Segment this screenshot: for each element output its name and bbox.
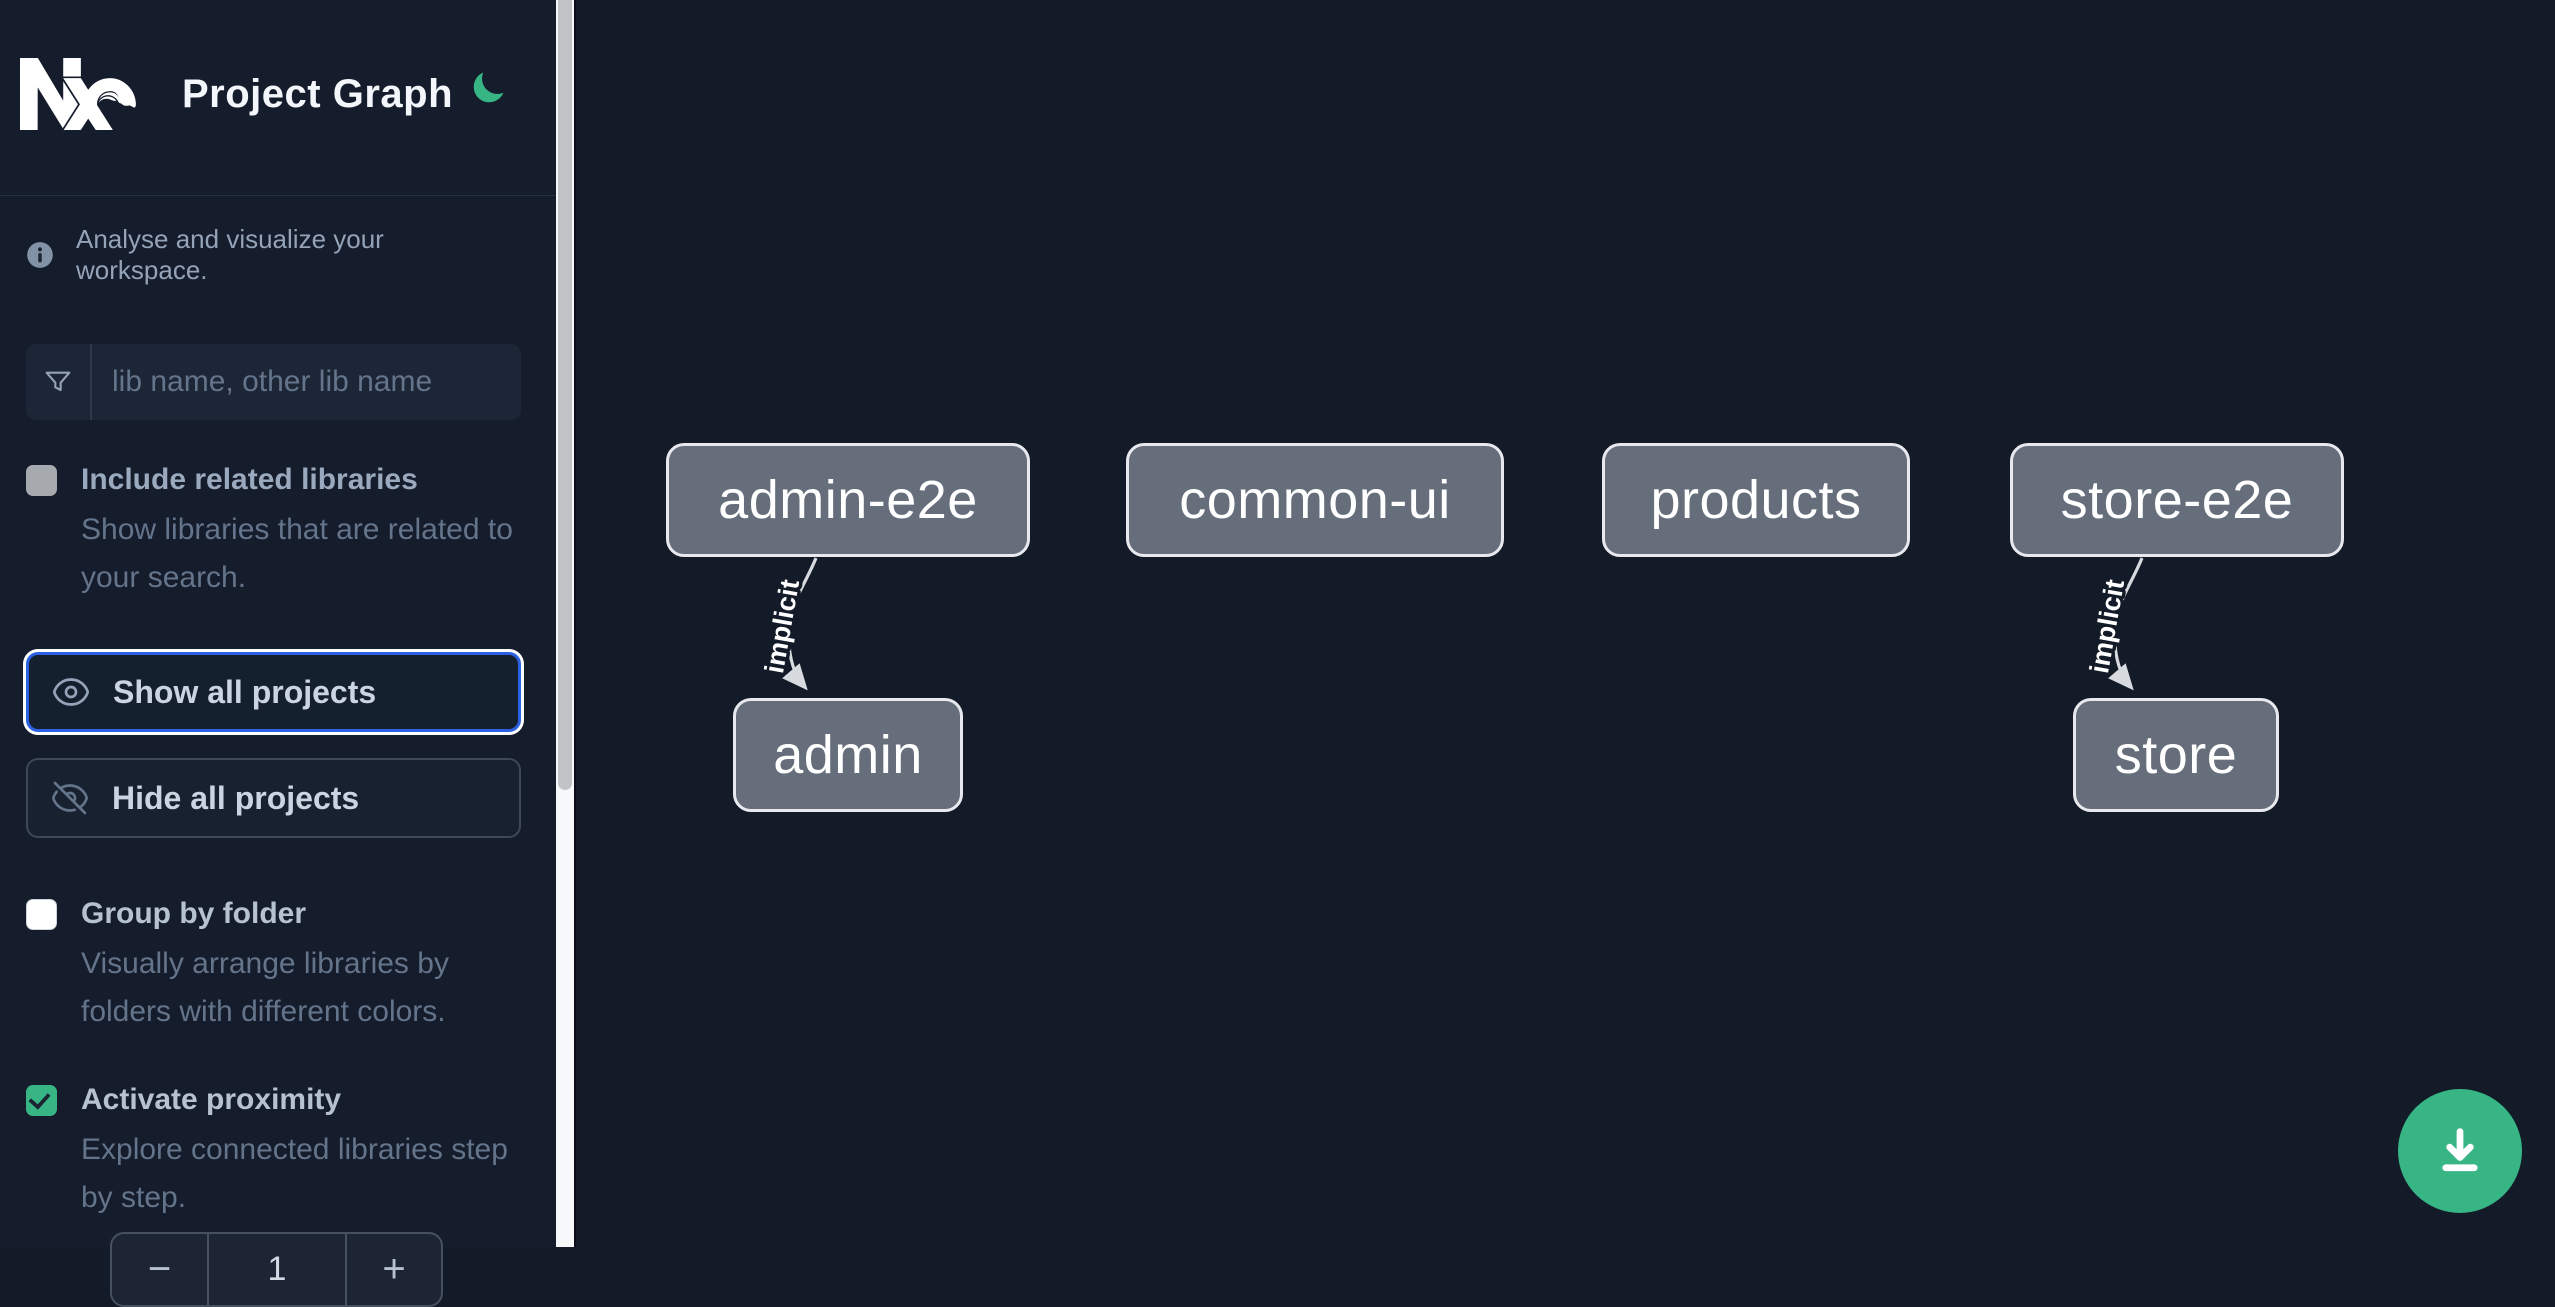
show-all-projects-label: Show all projects (113, 673, 377, 710)
sidebar-scrollbar-track[interactable] (556, 0, 574, 1247)
page-title: Project Graph (182, 72, 454, 116)
sidebar-scrollbar-thumb[interactable] (558, 0, 572, 790)
include-related-description: Show libraries that are related to your … (81, 513, 513, 594)
checkbox-row-activate-proximity: Activate proximity Explore connected lib… (26, 1082, 521, 1222)
activate-proximity-description: Explore connected libraries step by step… (81, 1133, 508, 1214)
include-related-checkbox[interactable] (26, 465, 57, 496)
include-related-label: Include related libraries (81, 463, 418, 496)
graph-node-admin-e2e[interactable]: admin-e2e (666, 443, 1030, 557)
stepper-value[interactable]: 1 (207, 1234, 345, 1305)
stepper-increment-button[interactable]: + (345, 1234, 441, 1305)
group-by-folder-label: Group by folder (81, 897, 306, 930)
include-related-text: Include related libraries Show libraries… (81, 462, 521, 602)
group-by-folder-checkbox[interactable] (26, 899, 57, 930)
graph-node-admin[interactable]: admin (733, 698, 963, 812)
funnel-icon (26, 344, 92, 420)
graph-node-products[interactable]: products (1602, 443, 1910, 557)
sidebar-header: Project Graph (0, 0, 556, 196)
group-by-folder-text: Group by folder Visually arrange librari… (81, 896, 521, 1036)
moon-icon (473, 72, 504, 103)
edge-store-e2e-to-store (2108, 557, 2144, 691)
graph-canvas[interactable]: implicit implicit admin-e2e common-ui pr… (574, 0, 2555, 1247)
graph-edges: implicit implicit (756, 557, 2144, 691)
show-all-projects-button[interactable]: Show all projects (26, 652, 521, 732)
search-box (26, 344, 521, 420)
eye-icon (52, 678, 90, 706)
edge-label-implicit: implicit (759, 577, 805, 675)
checkmark-icon (28, 1087, 51, 1110)
activate-proximity-text: Activate proximity Explore connected lib… (81, 1082, 521, 1222)
stepper-decrement-button[interactable]: − (112, 1234, 207, 1305)
checkbox-row-group-by-folder: Group by folder Visually arrange librari… (26, 896, 521, 1036)
checkbox-row-include-related: Include related libraries Show libraries… (26, 462, 521, 602)
edge-admin-e2e-to-admin (782, 557, 818, 691)
graph-node-common-ui[interactable]: common-ui (1126, 443, 1504, 557)
graph-node-store-e2e[interactable]: store-e2e (2010, 443, 2344, 557)
activate-proximity-checkbox[interactable] (26, 1085, 57, 1116)
sidebar: Project Graph Analyse and visualize your… (0, 0, 556, 1307)
nx-logo (20, 57, 136, 131)
info-icon (27, 242, 53, 268)
group-by-folder-description: Visually arrange libraries by folders wi… (81, 947, 449, 1028)
sidebar-content: Analyse and visualize your workspace. In… (0, 224, 556, 1307)
activate-proximity-label: Activate proximity (81, 1083, 342, 1116)
theme-toggle-button[interactable] (462, 62, 514, 114)
edge-label-implicit: implicit (2084, 577, 2130, 675)
download-icon (2442, 1128, 2478, 1172)
download-image-button[interactable] (2398, 1089, 2522, 1213)
eye-slash-icon (51, 781, 89, 815)
tagline-text: Analyse and visualize your workspace. (76, 224, 384, 285)
tagline-row: Analyse and visualize your workspace. (26, 224, 521, 286)
graph-node-store[interactable]: store (2073, 698, 2279, 812)
proximity-stepper: − 1 + (110, 1232, 443, 1307)
hide-all-projects-button[interactable]: Hide all projects (26, 758, 521, 838)
search-input[interactable] (92, 344, 521, 420)
hide-all-projects-label: Hide all projects (112, 779, 360, 816)
